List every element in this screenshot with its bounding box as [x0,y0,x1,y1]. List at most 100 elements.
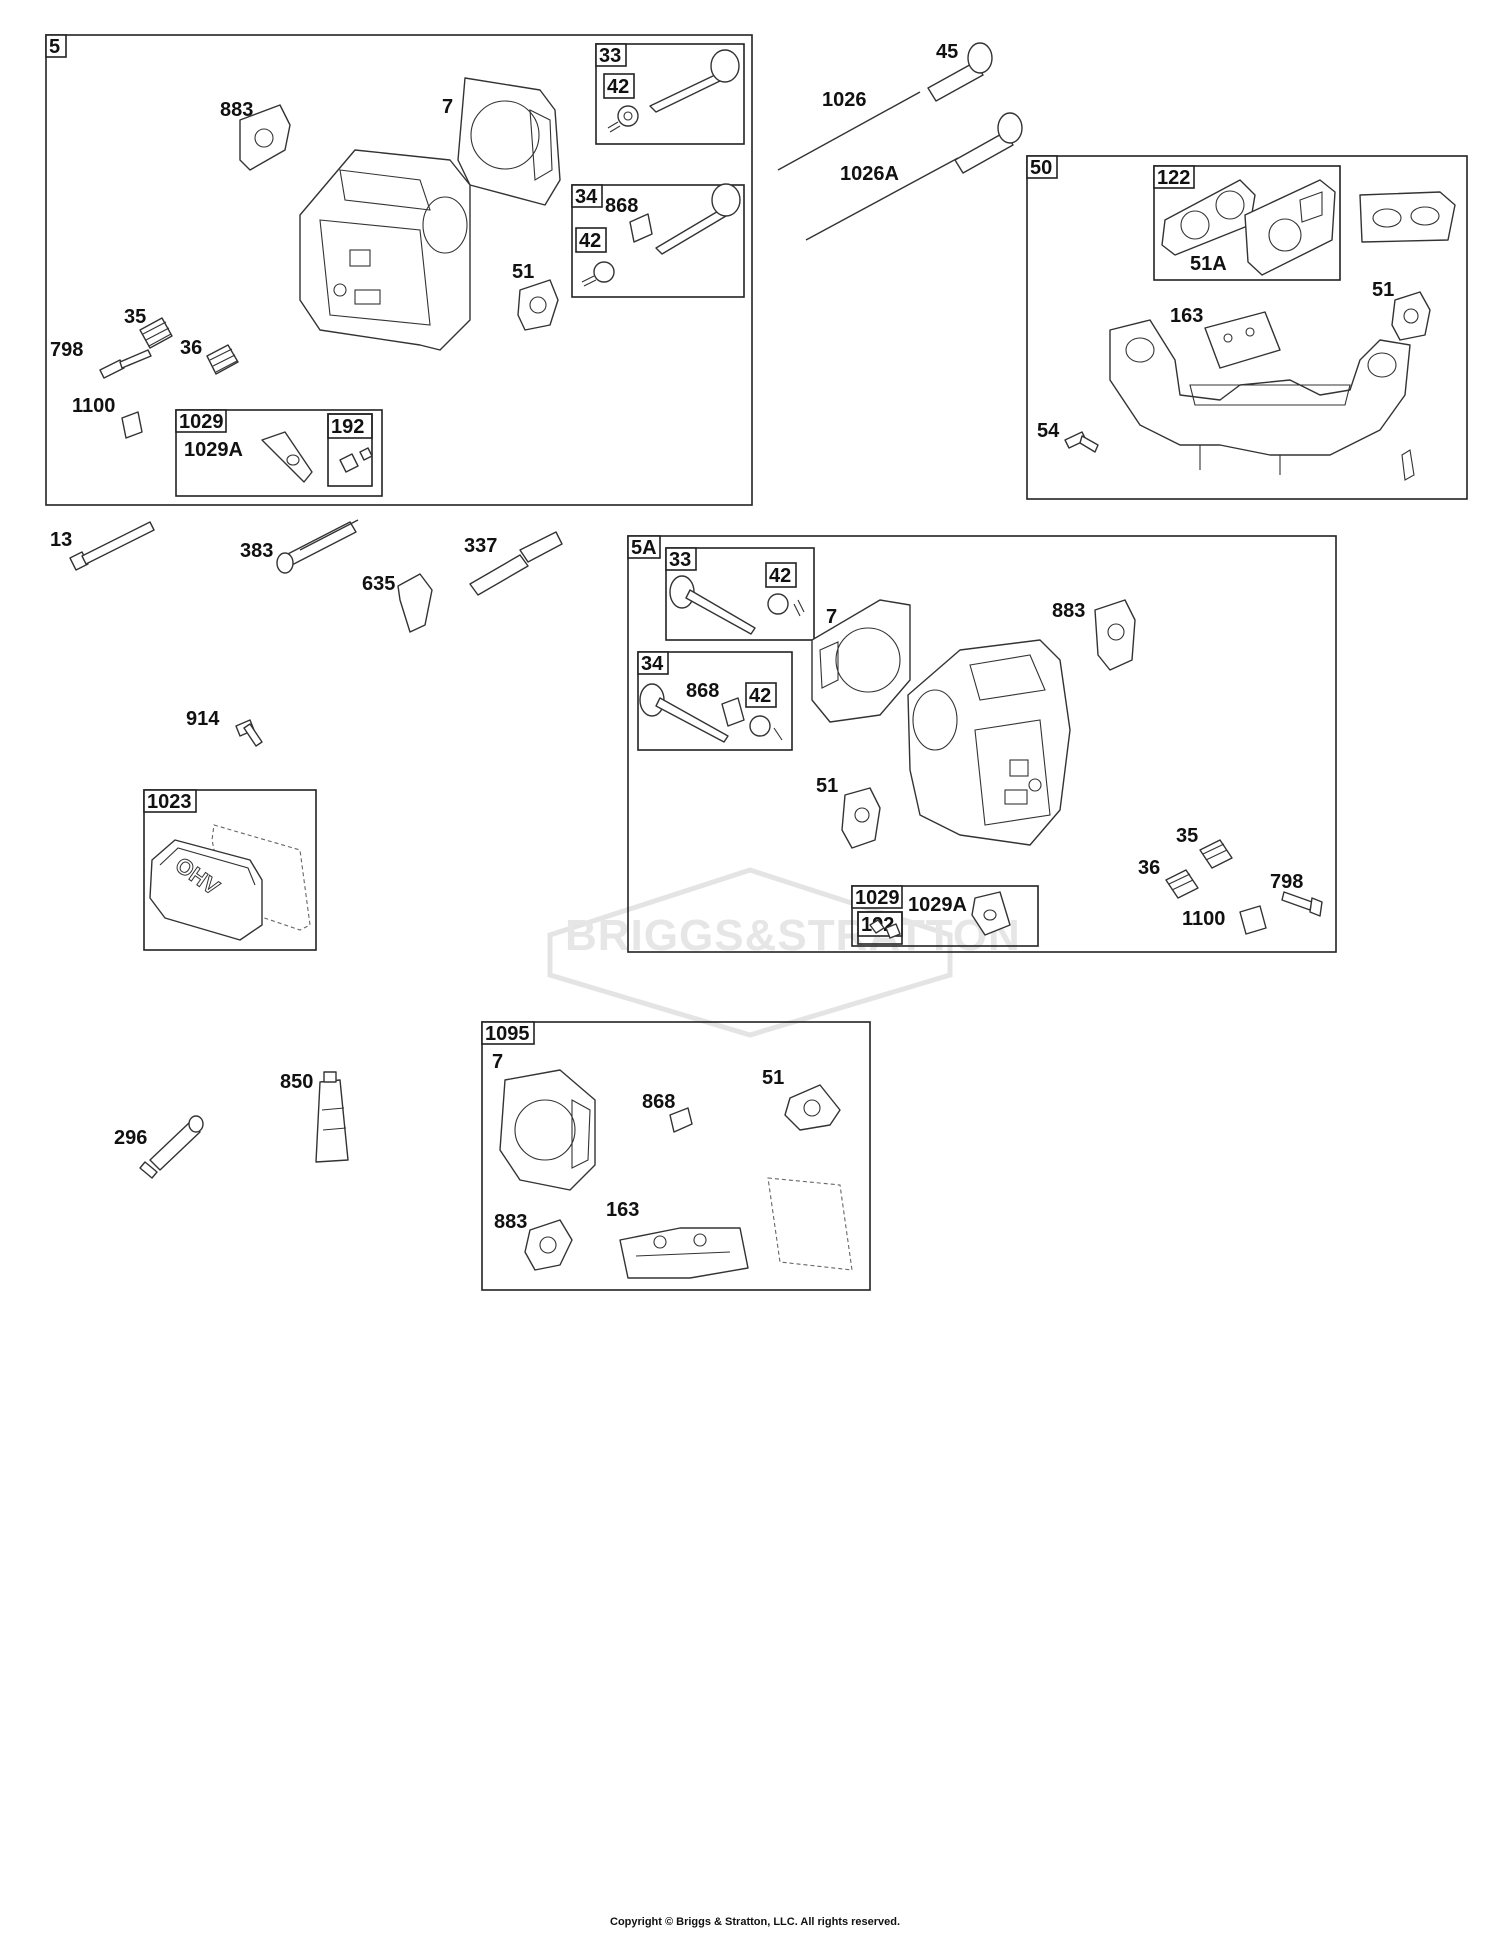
label-868-1095: 868 [642,1091,675,1113]
pivot-nut-part [339,447,373,473]
intake-valve-part [649,49,740,113]
group-34-tag [571,184,603,208]
group-34-frame [571,184,745,298]
intake-valve-b-part [669,575,756,635]
label-383: 383 [240,540,273,562]
spring-35-part [139,317,173,349]
gasket-163b-part [619,1227,749,1279]
group-1029b-tag [851,885,903,909]
label-868-5A: 868 [686,680,719,702]
group-42d-tag [745,682,777,708]
group-122-tag [1153,165,1195,189]
bolt-13-part [69,521,155,571]
label-163-1095: 163 [606,1199,639,1221]
intake-gasket-122-part [1161,179,1256,256]
group-42c-number: 42 [769,565,791,587]
group-5: 5 883 7 33 42 [45,34,753,506]
pin-296-part [139,1115,204,1179]
nut-1100b-part [1239,905,1267,935]
valve-guide-868b-part [721,697,745,727]
group-34b-number: 34 [641,653,664,675]
group-50: 50 122 51A 51 163 [1026,155,1468,500]
label-868: 868 [605,195,638,217]
label-36-5A: 36 [1138,857,1160,879]
group-50-number: 50 [1030,157,1052,179]
group-5A-tag [627,535,661,559]
group-34b-tag [637,651,669,675]
gasket-883b-part [1094,599,1136,671]
group-33b-frame [665,547,815,641]
gasket-883-part [239,104,291,171]
label-7: 7 [442,96,453,118]
cover-gasket-part [211,824,311,931]
nut-1100-part [121,411,143,439]
group-1023: 1023 OHV [143,789,317,951]
group-50-frame [1026,155,1468,500]
group-1023-number: 1023 [147,791,192,813]
group-34b-frame [637,651,793,751]
group-1095-tag [481,1021,535,1045]
head-gasket-7c-part [499,1069,596,1191]
group-42c-tag [765,562,797,588]
label-51A: 51A [1190,253,1227,275]
group-122-frame [1153,165,1341,281]
cylinder-head-part [299,149,471,351]
guide-45-part [927,42,1023,174]
group-192-frame [327,413,373,487]
boot-635-part [397,573,433,633]
label-1029A-5A: 1029A [908,894,967,916]
label-54: 54 [1037,420,1060,442]
group-5-tag [45,34,67,58]
spark-plug-337-part [469,531,563,596]
label-51-1095: 51 [762,1067,784,1089]
group-1029-number: 1029 [179,411,224,433]
rocker-arm-part [261,431,313,483]
push-rod-1026A-part [805,157,959,241]
label-7-1095: 7 [492,1051,503,1073]
group-33-frame [595,43,745,145]
group-33b-tag [665,547,697,571]
group-1029-frame [175,409,383,497]
label-13: 13 [50,529,72,551]
exhaust-valve-b-part [639,683,729,743]
pivot-nut-b-part [869,919,901,939]
label-914: 914 [186,708,220,730]
group-42d-number: 42 [749,685,771,707]
group-5A: 5A 33 42 34 868 42 [627,535,1337,953]
valve-seal-c-part [767,593,805,617]
label-51-manifold: 51 [1372,279,1394,301]
cover-gasket-b-part [767,1177,853,1271]
gasket-51b-part [1391,291,1431,341]
label-45: 45 [936,41,958,63]
group-5-number: 5 [49,36,60,58]
exhaust-valve-part [655,183,741,255]
group-1023-tag [143,789,197,813]
gasket-51d-part [784,1084,841,1131]
valve-seal-part [607,105,639,133]
bolt-798-part [99,349,152,379]
head-gasket-7-part [457,77,561,206]
sealant-850-part [315,1071,349,1163]
group-1023-frame [143,789,317,951]
group-33-tag [595,43,627,67]
group-1029-tag [175,409,227,433]
group-1095-number: 1095 [485,1023,530,1045]
group-5A-number: 5A [631,537,657,559]
label-337: 337 [464,535,497,557]
group-1095-frame [481,1021,871,1291]
valve-guide-868-part [629,213,653,243]
label-635: 635 [362,573,395,595]
spring-35b-part [1199,839,1233,869]
valve-guide-868c-part [669,1107,693,1133]
label-35-5A: 35 [1176,825,1198,847]
spring-36b-part [1165,869,1199,899]
bolt-798b-part [1281,891,1323,917]
push-rods: 1026 1026A 45 [777,41,1023,241]
label-1100-5A: 1100 [1182,908,1225,930]
label-1029A: 1029A [184,439,243,461]
push-rod-1026-part [777,91,921,171]
gasket-51c-part [841,787,881,849]
gasket-163-part [1204,311,1281,369]
group-5-frame [45,34,753,506]
